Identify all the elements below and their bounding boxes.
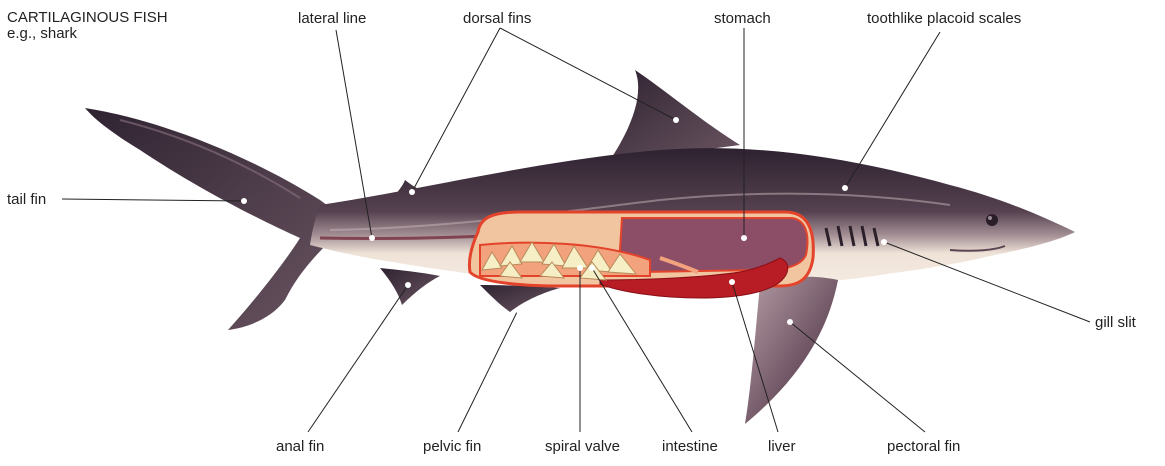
label-gill-slit: gill slit (1095, 314, 1137, 331)
label-placoid-scales: toothlike placoid scales (867, 10, 1021, 27)
label-spiral-valve: spiral valve (545, 438, 620, 455)
label-anal-fin: anal fin (276, 438, 324, 455)
tail-fin-shape (85, 108, 350, 330)
first-dorsal-fin-shape (610, 70, 740, 160)
label-stomach: stomach (714, 10, 771, 27)
label-pelvic-fin: pelvic fin (423, 438, 481, 455)
label-tail-fin: tail fin (7, 191, 46, 208)
label-intestine: intestine (662, 438, 718, 455)
label-dorsal-fins: dorsal fins (463, 10, 531, 27)
label-pectoral-fin: pectoral fin (887, 438, 960, 455)
internal-organs (469, 212, 813, 298)
label-liver: liver (768, 438, 796, 455)
label-lateral-line: lateral line (298, 10, 366, 27)
eye (986, 214, 998, 226)
